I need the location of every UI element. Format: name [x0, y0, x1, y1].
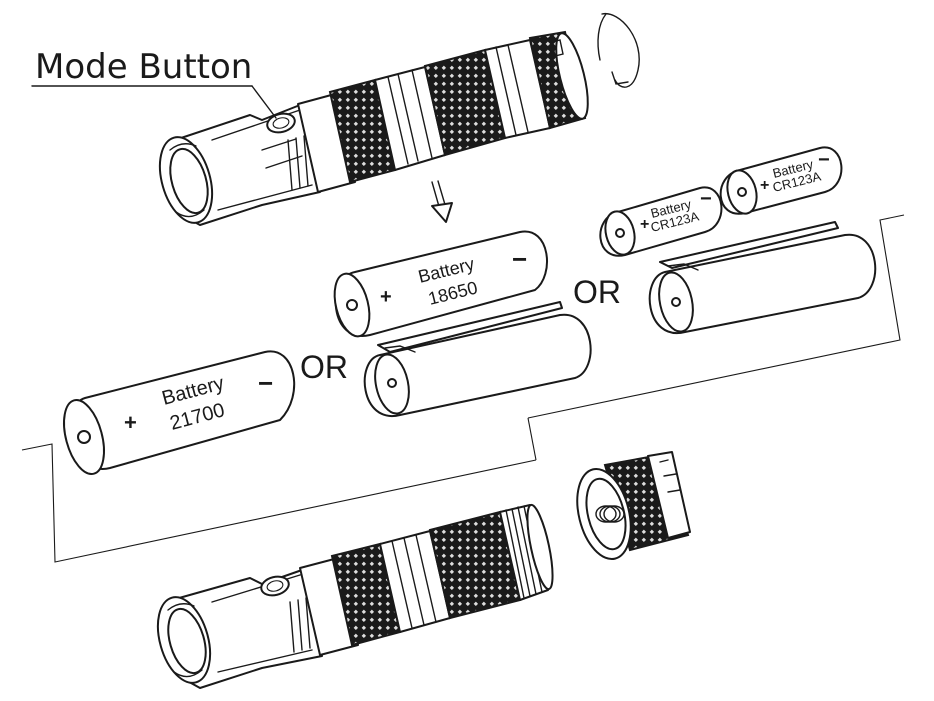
flashlight-top: [158, 30, 589, 226]
battery-cr123a-2: + − Battery CR123A: [719, 146, 843, 215]
tail-cap: [576, 451, 691, 561]
or-label-1: OR: [300, 349, 348, 385]
mode-button-callout: Mode Button: [31, 47, 277, 119]
battery-cr123a-2-minus: −: [818, 149, 830, 171]
battery-18650-minus: −: [512, 244, 527, 274]
mode-button-bottom: [260, 575, 290, 597]
battery-cr123a-1-plus: +: [640, 216, 649, 233]
battery-sleeve-18650: [363, 301, 592, 418]
mode-button-label: Mode Button: [35, 47, 252, 87]
or-label-2: OR: [573, 274, 621, 310]
battery-21700: + − Battery 21700: [63, 350, 296, 475]
battery-cr123a-1: + − Battery CR123A: [599, 186, 723, 257]
flashlight-bottom: [156, 503, 554, 689]
battery-sleeve-cr123a: [648, 221, 877, 335]
battery-18650: + − Battery 18650: [333, 230, 548, 338]
bracket-lines: [21, 214, 905, 563]
battery-21700-minus: −: [258, 368, 273, 398]
battery-18650-plus: +: [380, 286, 392, 308]
battery-21700-plus: +: [124, 410, 137, 435]
flashlight-bottom-head: [156, 569, 323, 689]
down-arrow-icon: [431, 180, 453, 223]
rotate-arrow-icon: [597, 13, 640, 88]
flashlight-top-head: [158, 104, 321, 226]
battery-cr123a-1-minus: −: [700, 188, 712, 210]
tail-cap-spring: [595, 505, 625, 523]
battery-cr123a-2-plus: +: [760, 177, 769, 194]
mode-button-top: [266, 112, 296, 134]
